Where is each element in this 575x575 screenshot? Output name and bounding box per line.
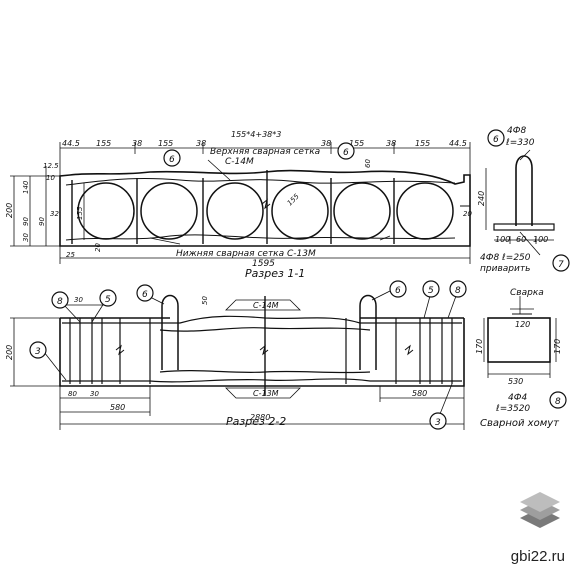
detail-loop-base-100b: 100 [533,235,548,244]
section-1-1-dim-7: 38 [321,139,331,148]
section-2-2-dim-80: 80 [68,390,77,398]
section-2-2-callout-5-left: 5 [99,289,117,307]
detail-stirrup: Сварка 120 530 170 170 4Ф4 ℓ=3520 8 Свар… [475,288,567,429]
watermark-logo [506,480,572,570]
detail-loop-plate-spec: 4Ф8 ℓ=250 [480,253,531,263]
section-2-2-dim-580-right: 580 [412,389,427,398]
section-2-2: Разрез 2-2 200 30 30 80 30 580 580 2880 … [5,280,467,430]
section-1-1-total-length: 1595 [252,259,275,269]
detail-loop-height: 240 [477,191,486,206]
section-2-2-callout-3-right: 3 [429,412,447,430]
stirrup-top-dim: 120 [515,320,530,329]
stirrup-weld-label: Сварка [510,288,544,298]
section-1-1-title: Разрез 1-1 [245,267,305,280]
left-dim-90: 90 [22,217,30,226]
section-1-1-dim-4: 38 [196,139,206,148]
svg-text:5: 5 [105,295,111,305]
left-dim-25: 25 [66,251,75,259]
svg-text:3: 3 [35,347,41,357]
stirrup-width-dim: 530 [508,377,523,386]
right-dim-60: 60 [364,159,372,168]
section-1-1-dim-center: 155*4+38*3 [231,130,281,139]
svg-text:5: 5 [428,286,434,296]
section-2-2-callout-6-right: 6 [389,280,407,298]
watermark-text: gbi22.ru [510,548,565,565]
section-1-1-height: 200 [5,203,14,218]
left-dim-155: 155 [76,206,84,220]
section-1-1-dim-11: 44.5 [449,139,467,148]
section-1-1-callout-6a: 6 [163,149,181,167]
stirrup-bar-length: ℓ=3520 [495,404,530,414]
section-2-2-bottom-mesh: С-13М [253,389,279,398]
section-1-1-callout-6b: 6 [337,142,355,160]
left-dim-12-5: 12.5 [43,162,59,170]
svg-text:6: 6 [169,155,175,165]
section-2-2-title: Разрез 2-2 [226,415,286,428]
svg-text:6: 6 [493,135,499,145]
detail-loop-base-100a: 100 [495,235,510,244]
left-dim-90b: 90 [38,217,46,226]
detail-loop-callout-7: 7 [552,254,570,272]
section-2-2-callout-6-left: 6 [136,284,154,302]
detail-loop-plate-note: приварить [480,264,530,274]
left-dim-32: 32 [50,210,59,218]
stirrup-bar-spec: 4Ф4 [508,393,527,403]
section-2-2-total-length: 2880 [250,413,270,422]
svg-text:8: 8 [57,297,63,307]
section-1-1-dim-10: 155 [415,139,430,148]
right-dim-20: 20 [463,210,472,218]
detail-loop-callout-6: 6 [487,129,505,147]
section-2-2-callout-5-right: 5 [422,280,440,298]
upper-mesh-mark: С-14М [225,157,254,167]
stirrup-side-left: 170 [475,339,484,354]
section-1-1-dim-0: 44.5 [62,139,80,148]
left-dim-140: 140 [22,180,30,194]
upper-mesh-label: Верхняя сварная сетка [210,147,320,157]
detail-loop-bar-length: ℓ=330 [505,138,535,148]
section-2-2-dim-30c: 30 [90,390,99,398]
svg-text:8: 8 [455,286,461,296]
stirrup-caption: Сварной хомут [480,418,560,429]
section-1-1-dim-1: 155 [96,139,111,148]
stirrup-side-right: 170 [553,339,562,354]
svg-text:8: 8 [555,397,561,407]
stirrup-callout-8: 8 [549,391,567,409]
detail-loop-bar-spec: 4Ф8 [507,126,526,136]
section-1-1-dim-2: 38 [132,139,142,148]
section-2-2-height: 200 [5,345,14,360]
inner-dim-155: 155 [286,192,301,207]
section-2-2-dim-580-left: 580 [110,403,125,412]
left-dim-20: 20 [94,243,102,252]
svg-text:3: 3 [435,418,441,428]
svg-text:6: 6 [343,148,349,158]
section-1-1-dim-8: 155 [349,139,364,148]
section-2-2-dim-30b: 30 [74,296,83,304]
lower-mesh-label: Нижняя сварная сетка С-13М [176,249,316,259]
detail-loop-base-60: 60 [516,235,526,244]
section-2-2-dim-50: 50 [201,296,209,305]
stacked-slabs-icon [520,492,560,528]
section-2-2-callout-8-right: 8 [449,280,467,298]
section-1-1-dim-9: 38 [386,139,396,148]
detail-loop: 6 4Ф8 ℓ=330 240 100 60 100 4Ф8 ℓ=250 при… [477,126,570,274]
section-2-2-callout-3-left: 3 [29,341,47,359]
left-dim-10: 10 [46,174,55,182]
svg-text:6: 6 [395,286,401,296]
section-1-1: Разрез 1-1 1595 155*4+38*3 44.5 155 38 1… [5,130,472,280]
section-1-1-dim-3: 155 [158,139,173,148]
section-2-2-top-mesh: С-14М [253,301,279,310]
svg-text:7: 7 [558,260,564,270]
svg-text:6: 6 [142,290,148,300]
section-2-2-callout-8-left: 8 [51,291,69,309]
left-dim-30: 30 [22,233,30,242]
